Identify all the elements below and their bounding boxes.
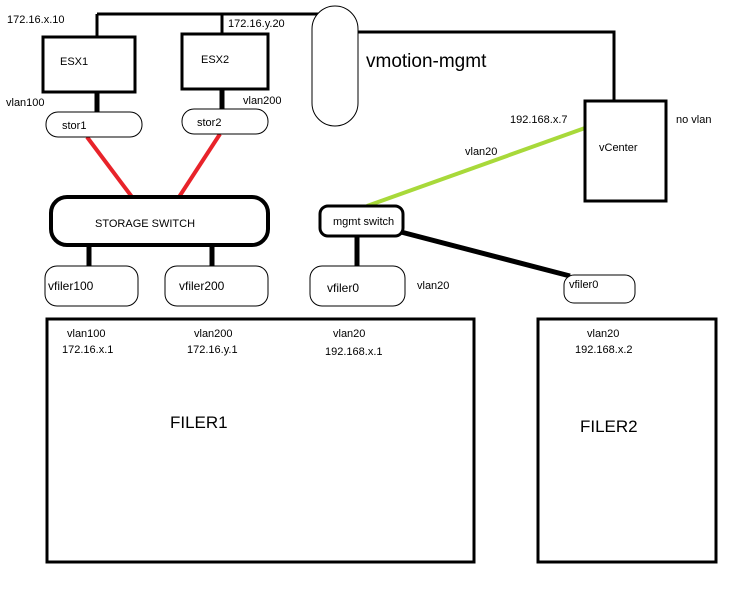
filer2-box [536, 317, 718, 564]
filer2-label: FILER2 [580, 417, 638, 436]
esx1-box [41, 35, 137, 94]
esx1-vmotion-ip: 172.16.x.10 [7, 14, 65, 26]
filer1-if-ip: 192.168.x.1 [325, 346, 383, 358]
filer1-if-ip: 172.16.x.1 [62, 344, 113, 356]
vfiler100-label: vfiler100 [48, 279, 94, 293]
stor1-storage-link [85, 135, 134, 199]
vcenter-note-label: no vlan [676, 114, 711, 126]
esx1-label: ESX1 [60, 56, 88, 68]
vcenter-box [583, 99, 668, 203]
vfiler200-node [164, 265, 269, 307]
vfiler0-f1-label: vfiler0 [327, 281, 359, 295]
esx2-label: ESX2 [201, 54, 229, 66]
vmotion-vcenter-link [345, 30, 616, 100]
filer1-if-vlan: vlan100 [67, 328, 106, 340]
filer2-if-ip: 192.168.x.2 [575, 344, 633, 356]
filer1-if-vlan: vlan20 [333, 328, 365, 340]
filer1-if-vlan: vlan200 [194, 328, 233, 340]
stor2-port [181, 108, 269, 135]
esx1-vlan-label: vlan100 [6, 97, 45, 109]
mgmt-link-vlan-label: vlan20 [465, 146, 497, 158]
vfiler0-f1-node [309, 265, 406, 307]
stor1-port [45, 111, 143, 138]
filer2-if-vlan: vlan20 [587, 328, 619, 340]
mgmt-switch [318, 204, 405, 238]
vmotion-mgmt-node [311, 5, 359, 127]
stor1-label: stor1 [62, 120, 86, 132]
mgmt-switch-label: mgmt switch [333, 216, 394, 228]
vcenter-mgmt-link [366, 126, 586, 208]
filer1-label: FILER1 [170, 413, 228, 432]
vfiler200-label: vfiler200 [179, 279, 225, 293]
esx2-vmotion-ip: 172.16.y.20 [228, 18, 285, 30]
vfiler0-vlan-label: vlan20 [417, 280, 449, 292]
filer1-if-ip: 172.16.y.1 [187, 344, 238, 356]
esx2-vlan-label: vlan200 [243, 95, 282, 107]
storage-switch [49, 195, 270, 247]
stor2-storage-link [177, 132, 222, 199]
vmotion-mgmt-label: vmotion-mgmt [366, 51, 487, 72]
mgmt-vfiler0-f2-link [400, 229, 571, 279]
filer1-box [45, 317, 476, 564]
vfiler100-node [44, 265, 139, 307]
stor2-label: stor2 [197, 117, 221, 129]
esx2-box [180, 32, 270, 91]
vfiler0-f2-label: vfiler0 [569, 279, 598, 291]
storage-switch-label: STORAGE SWITCH [95, 218, 195, 230]
vcenter-label: vCenter [599, 142, 638, 154]
vfiler0-f2-node [563, 274, 636, 304]
vcenter-ip-label: 192.168.x.7 [510, 114, 568, 126]
